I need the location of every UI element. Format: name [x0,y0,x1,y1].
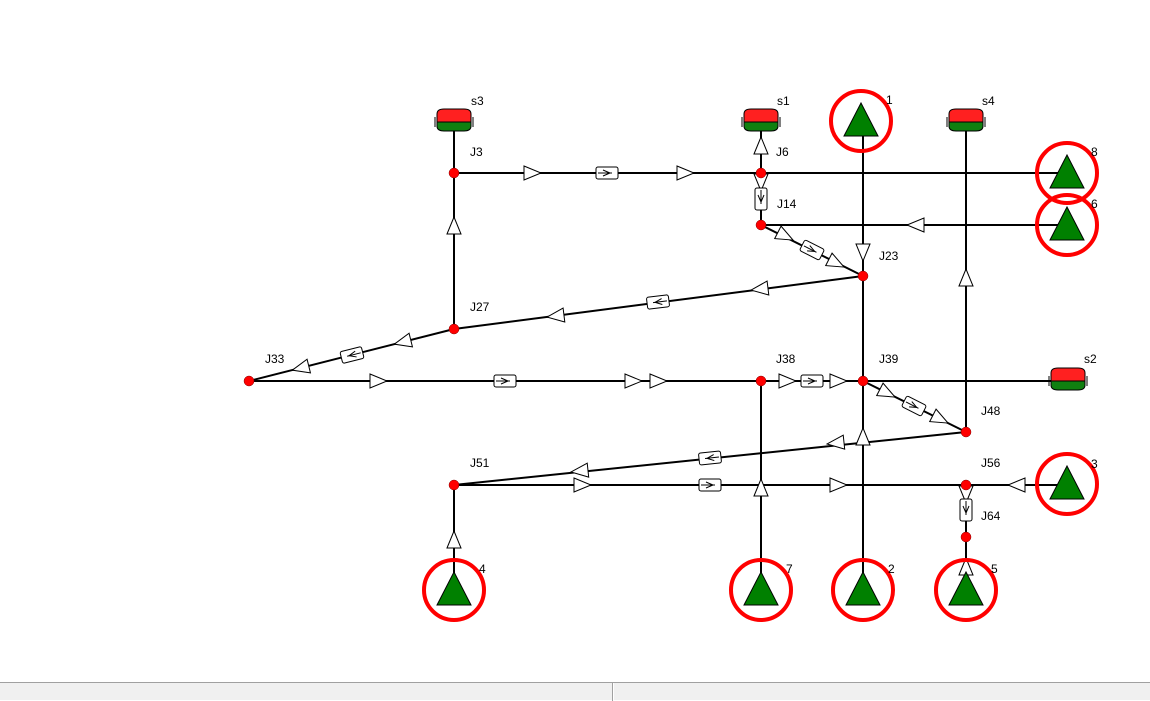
junction-label: J48 [981,404,1001,418]
tank-label: s4 [982,94,995,108]
junction-label: J56 [981,456,1001,470]
source-label: 8 [1091,145,1098,159]
junction-J56[interactable] [960,479,972,491]
junction-label: J39 [879,352,899,366]
junction-label: J64 [981,509,1001,523]
junction-label: J33 [265,352,285,366]
source-label: 4 [479,562,486,576]
tank-label: s2 [1084,352,1097,366]
pipes [248,120,1068,590]
junction-J23[interactable] [857,270,869,282]
source-label: 3 [1091,457,1098,471]
junction-J27[interactable] [448,323,460,335]
junction-label: J3 [470,145,483,159]
junction-label: J23 [879,249,899,263]
status-bar [0,682,1150,701]
source-1[interactable] [829,89,893,153]
junction-labels: J3 J6 J14 J23 J27 J33 J38 J39 J48 J51 J5… [265,145,1001,523]
junction-J51[interactable] [448,479,460,491]
junctions [243,167,972,543]
source-label: 5 [991,562,998,576]
source-label: 7 [786,562,793,576]
sources: 1 8 6 3 4 7 2 5 [422,89,1099,622]
junction-J3[interactable] [448,167,460,179]
junction-label: J27 [470,300,490,314]
junction-label: J38 [776,352,796,366]
junction-J33[interactable] [243,375,255,387]
junction-label: J14 [777,197,797,211]
tank-label: s3 [471,94,484,108]
junction-label: J6 [776,145,789,159]
junction-J38[interactable] [755,375,767,387]
junction-J14[interactable] [755,219,767,231]
source-label: 2 [888,562,895,576]
junction-J6[interactable] [755,167,767,179]
junction-J48[interactable] [960,426,972,438]
tank-s2[interactable] [1048,367,1088,391]
status-divider [612,683,614,701]
flow-arrows [290,136,1026,576]
tank-s1[interactable] [741,108,781,132]
junction-J39[interactable] [857,375,869,387]
junction-label: J51 [470,456,490,470]
network-diagram[interactable]: s3 s1 s4 s2 1 8 6 3 4 7 2 5 [0,0,1150,682]
tank-s3[interactable] [434,108,474,132]
tanks: s3 s1 s4 s2 [434,94,1097,391]
source-label: 1 [886,93,893,107]
source-label: 6 [1091,197,1098,211]
junction-J64[interactable] [960,531,972,543]
tank-s4[interactable] [946,108,986,132]
tank-label: s1 [777,94,790,108]
